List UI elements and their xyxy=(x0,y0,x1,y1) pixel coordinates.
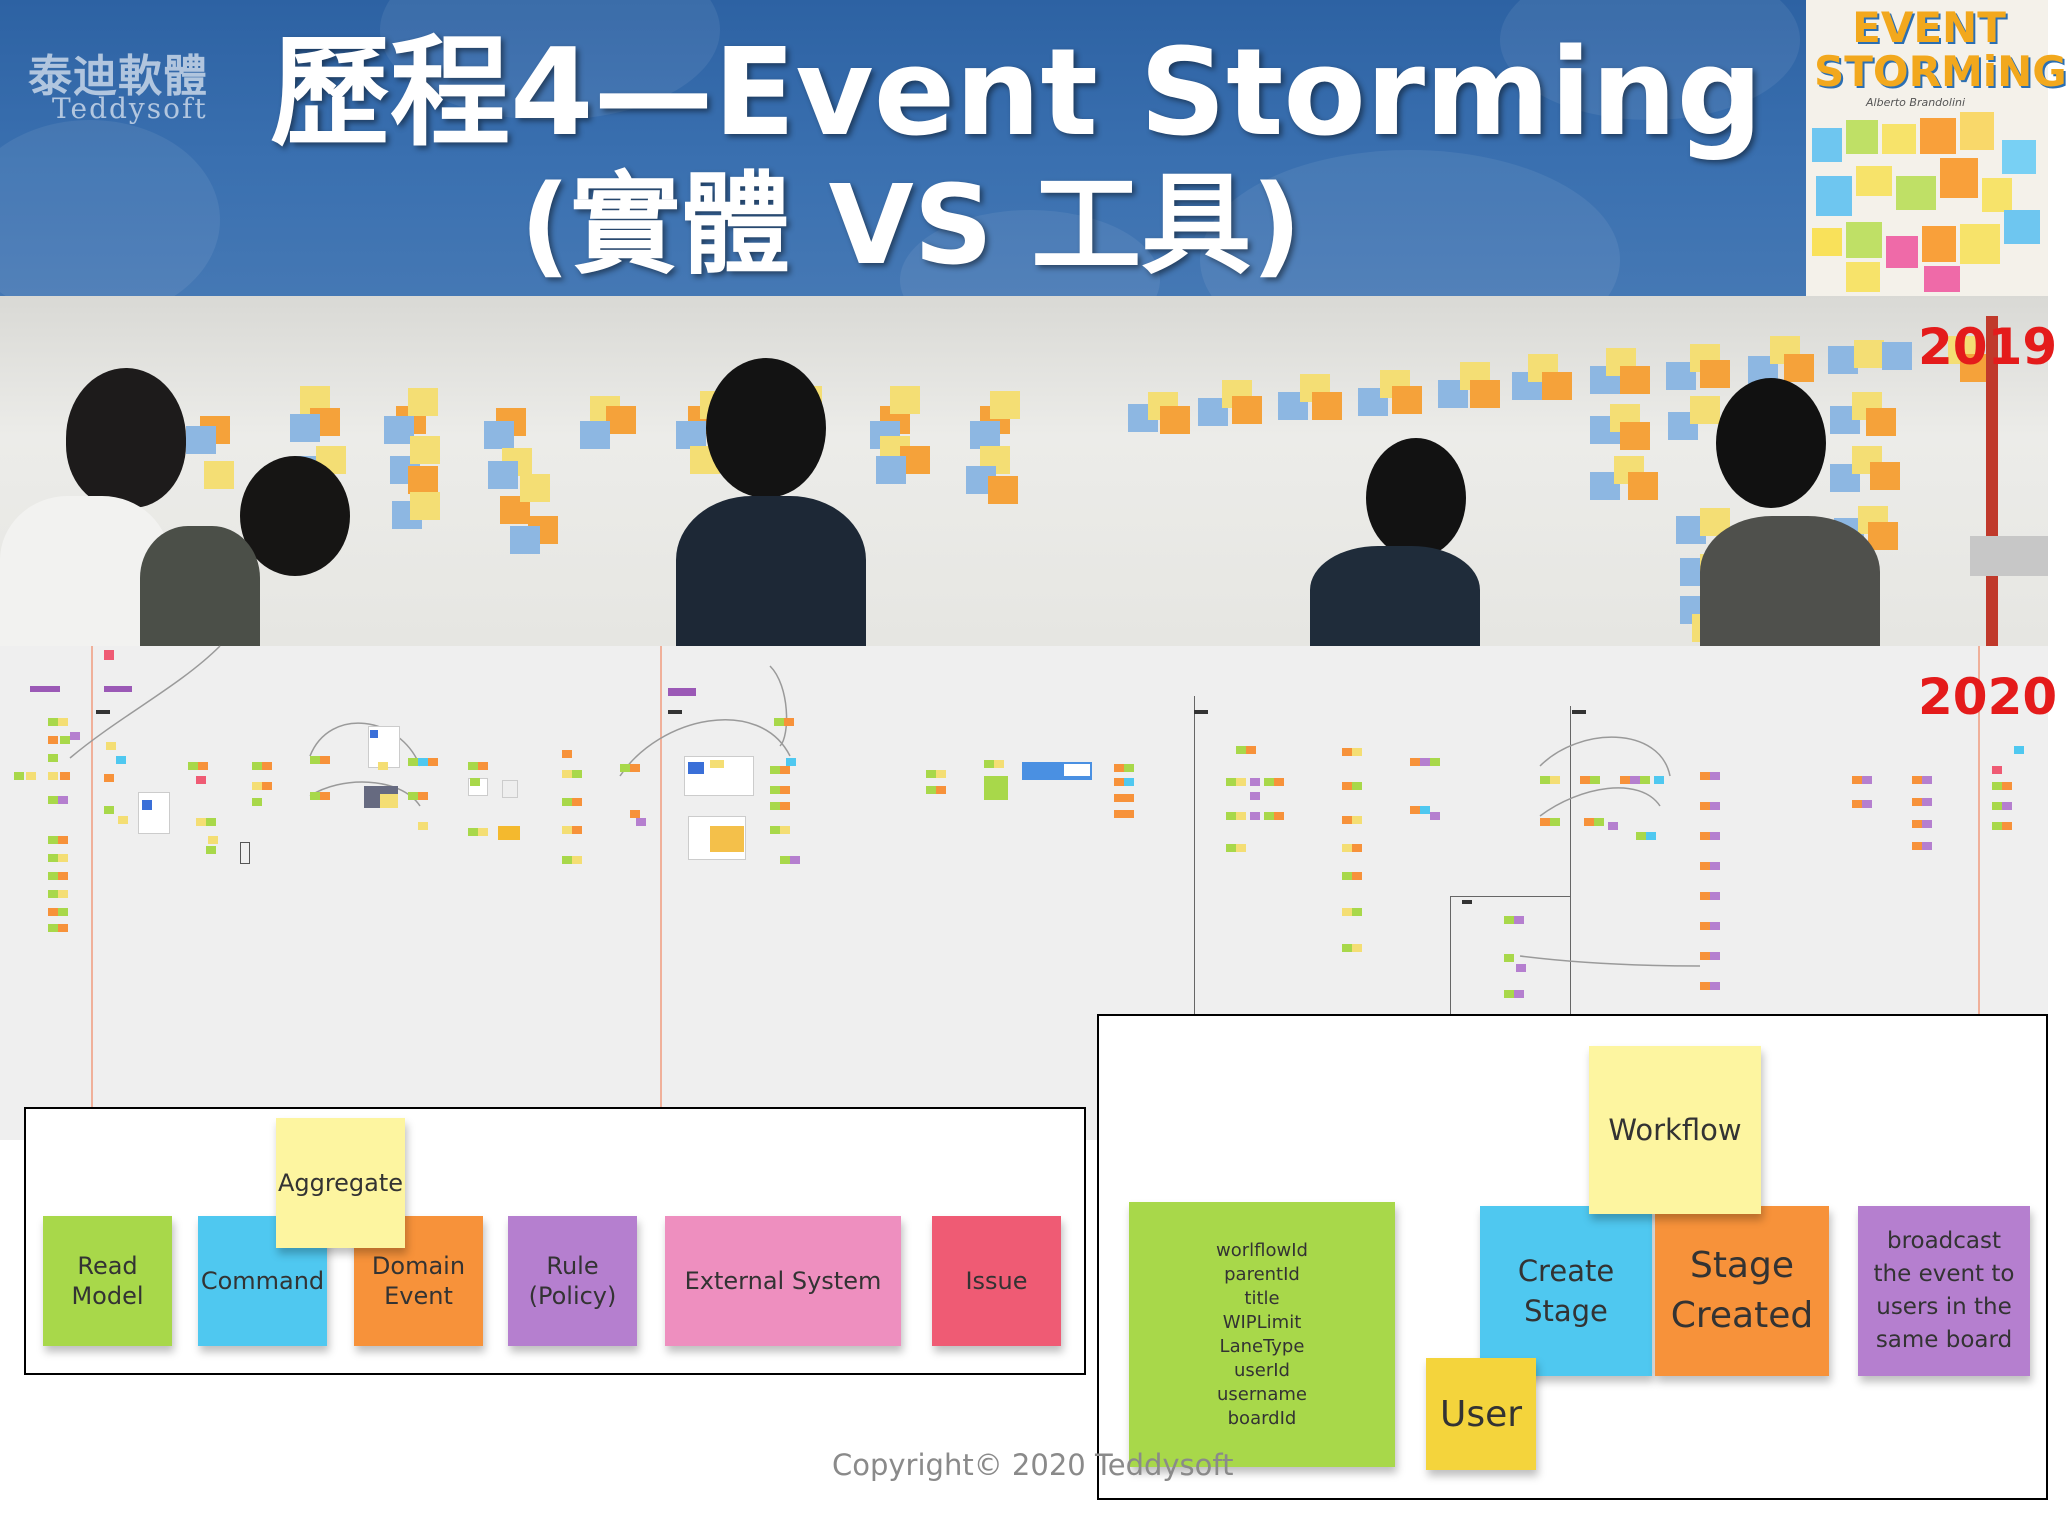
event-storming-book-cover: EVENT STORMiNG Alberto Brandolini xyxy=(1806,0,2067,296)
field-item: userId xyxy=(1233,1359,1290,1381)
field-item: LaneType xyxy=(1219,1335,1305,1357)
legend-external-system: External System xyxy=(665,1216,901,1346)
field-item: worlflowId xyxy=(1216,1239,1308,1261)
read-model-sticky: worlflowId parentId title WIPLimit LaneT… xyxy=(1129,1202,1395,1467)
create-stage-command: Create Stage xyxy=(1480,1206,1652,1376)
year-label-2019: 2019 xyxy=(1918,318,2058,376)
field-item: parentId xyxy=(1224,1263,1300,1285)
field-item: boardId xyxy=(1227,1407,1297,1429)
broadcast-policy: broadcast the event to users in the same… xyxy=(1858,1206,2030,1376)
company-logo-english: Teddysoft xyxy=(52,92,208,125)
slide-subtitle: (實體 VS 工具) xyxy=(520,161,1302,289)
slide-title: 歷程4—Event Storming xyxy=(270,24,1763,163)
book-title-line2: STORMiNG xyxy=(1814,47,2067,96)
frame-line xyxy=(1450,896,1570,897)
wall-bracket xyxy=(1970,536,2048,576)
event-storming-example: worlflowId parentId title WIPLimit LaneT… xyxy=(1097,1014,2048,1500)
lane-divider xyxy=(660,646,662,1140)
legend-read-model: Read Model xyxy=(43,1216,172,1346)
frame-line xyxy=(1450,896,1451,1036)
legend-aggregate: Aggregate xyxy=(276,1118,405,1248)
book-title: EVENT STORMiNG xyxy=(1814,3,2067,96)
lane-divider xyxy=(91,646,93,1140)
sticky-note-legend: Read Model Command Domain Event Aggregat… xyxy=(24,1107,1086,1375)
stage-created-event: Stage Created xyxy=(1655,1206,1829,1376)
field-item: title xyxy=(1244,1287,1280,1309)
copyright-notice: Copyright© 2020 Teddysoft xyxy=(832,1448,1234,1482)
company-logo-chinese: 泰迪軟體 xyxy=(28,51,208,102)
read-model-fields: worlflowId parentId title WIPLimit LaneT… xyxy=(1216,1239,1308,1431)
lane-divider xyxy=(1978,646,1980,1140)
slide-header: 泰迪軟體 Teddysoft 歷程4—Event Storming (實體 VS… xyxy=(0,0,1806,370)
legend-rule-policy: Rule (Policy) xyxy=(508,1216,637,1346)
legend-issue: Issue xyxy=(932,1216,1061,1346)
lane-divider xyxy=(1570,706,1571,1140)
year-label-2020: 2020 xyxy=(1918,668,2058,726)
field-item: username xyxy=(1216,1383,1307,1405)
lane-divider xyxy=(1194,696,1195,1140)
event-storming-photo-2019 xyxy=(0,296,2048,656)
workflow-aggregate: Workflow xyxy=(1589,1046,1761,1214)
field-item: WIPLimit xyxy=(1222,1311,1302,1333)
user-actor: User xyxy=(1426,1358,1536,1470)
book-title-line1: EVENT xyxy=(1852,3,2006,52)
book-author: Alberto Brandolini xyxy=(1866,96,1966,109)
